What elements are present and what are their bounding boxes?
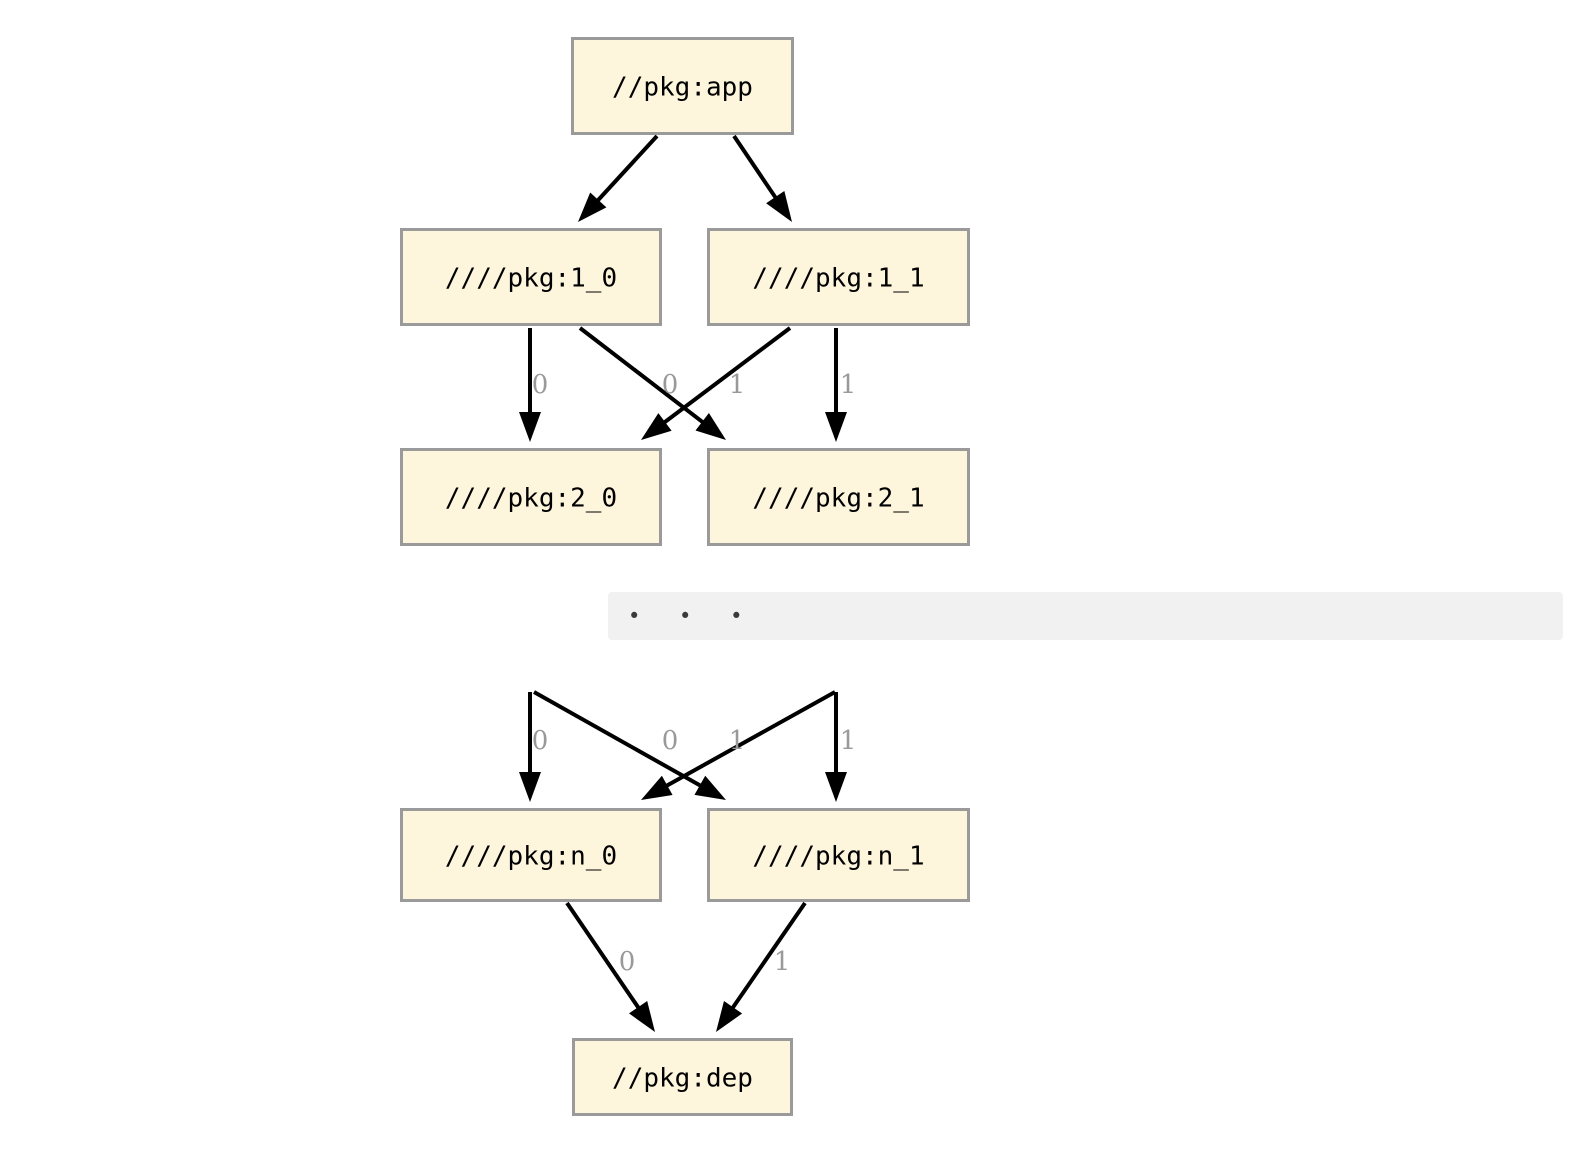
graph-edge bbox=[825, 328, 847, 442]
graph-edge bbox=[519, 328, 541, 442]
node-label: ////pkg:1_0 bbox=[445, 264, 617, 294]
graph-node-l1_0[interactable]: ////pkg:1_0 bbox=[400, 228, 662, 326]
graph-node-l2_1[interactable]: ////pkg:2_1 bbox=[707, 448, 970, 546]
node-box[interactable] bbox=[707, 808, 970, 902]
edge-label: 1 bbox=[840, 726, 857, 756]
graph-edge bbox=[641, 326, 792, 440]
arrowhead-icon bbox=[694, 775, 726, 800]
arrowhead-icon bbox=[825, 412, 847, 442]
graph-edge bbox=[533, 690, 726, 800]
edge-label: 1 bbox=[840, 370, 857, 400]
edges-layer bbox=[519, 134, 847, 1032]
node-label: ////pkg:n_0 bbox=[445, 842, 617, 872]
node-box[interactable] bbox=[571, 37, 794, 135]
node-box[interactable] bbox=[400, 448, 662, 546]
edge-labels-layer: 0 0 1 1 0 0 1 1 0 1 bbox=[532, 370, 857, 977]
graph-edge bbox=[732, 134, 792, 222]
ellipsis-separator-band bbox=[608, 592, 1563, 640]
graph-edge bbox=[565, 901, 655, 1032]
arrowhead-icon bbox=[825, 772, 847, 802]
node-label: //pkg:app bbox=[612, 73, 753, 103]
graph-edge bbox=[825, 692, 847, 802]
ellipsis-dots: • • • bbox=[628, 604, 759, 628]
edge-label: 0 bbox=[532, 370, 549, 400]
arrowhead-icon bbox=[578, 192, 607, 222]
graph-node-app[interactable]: //pkg:app bbox=[571, 37, 794, 135]
arrowhead-icon bbox=[695, 413, 726, 440]
node-box[interactable] bbox=[707, 448, 970, 546]
graph-node-l1_1[interactable]: ////pkg:1_1 bbox=[707, 228, 970, 326]
edge-label: 0 bbox=[662, 370, 679, 400]
edge-label: 1 bbox=[774, 947, 791, 977]
graph-edge bbox=[641, 690, 836, 800]
graph-node-ln_0[interactable]: ////pkg:n_0 bbox=[400, 808, 662, 902]
node-box[interactable] bbox=[707, 228, 970, 326]
node-label: //pkg:dep bbox=[612, 1064, 753, 1094]
node-label: ////pkg:2_0 bbox=[445, 484, 617, 514]
nodes-layer: //pkg:app ////pkg:1_0 ////pkg:1_1 ////pkg:2… bbox=[400, 37, 970, 1116]
graph-node-l2_0[interactable]: ////pkg:2_0 bbox=[400, 448, 662, 546]
edge-label: 1 bbox=[729, 370, 746, 400]
graph-edge bbox=[578, 134, 659, 222]
arrowhead-icon bbox=[629, 1001, 655, 1032]
node-label: ////pkg:2_1 bbox=[752, 484, 924, 514]
node-label: ////pkg:1_1 bbox=[752, 264, 924, 294]
edge-label: 0 bbox=[662, 726, 679, 756]
node-label: ////pkg:n_1 bbox=[752, 842, 924, 872]
graph-edge bbox=[716, 901, 807, 1032]
graph-node-dep[interactable]: //pkg:dep bbox=[572, 1038, 793, 1116]
node-box[interactable] bbox=[572, 1038, 793, 1116]
arrowhead-icon bbox=[519, 412, 541, 442]
arrowhead-icon bbox=[716, 1001, 743, 1032]
edge-label: 1 bbox=[729, 726, 746, 756]
arrowhead-icon bbox=[766, 190, 792, 222]
edge-label: 0 bbox=[532, 726, 549, 756]
graph-edge bbox=[519, 692, 541, 802]
node-box[interactable] bbox=[400, 808, 662, 902]
graph-node-ln_1[interactable]: ////pkg:n_1 bbox=[707, 808, 970, 902]
edge-label: 0 bbox=[619, 947, 636, 977]
arrowhead-icon bbox=[641, 413, 672, 440]
arrowhead-icon bbox=[519, 772, 541, 802]
node-box[interactable] bbox=[400, 228, 662, 326]
arrowhead-icon bbox=[641, 775, 673, 800]
